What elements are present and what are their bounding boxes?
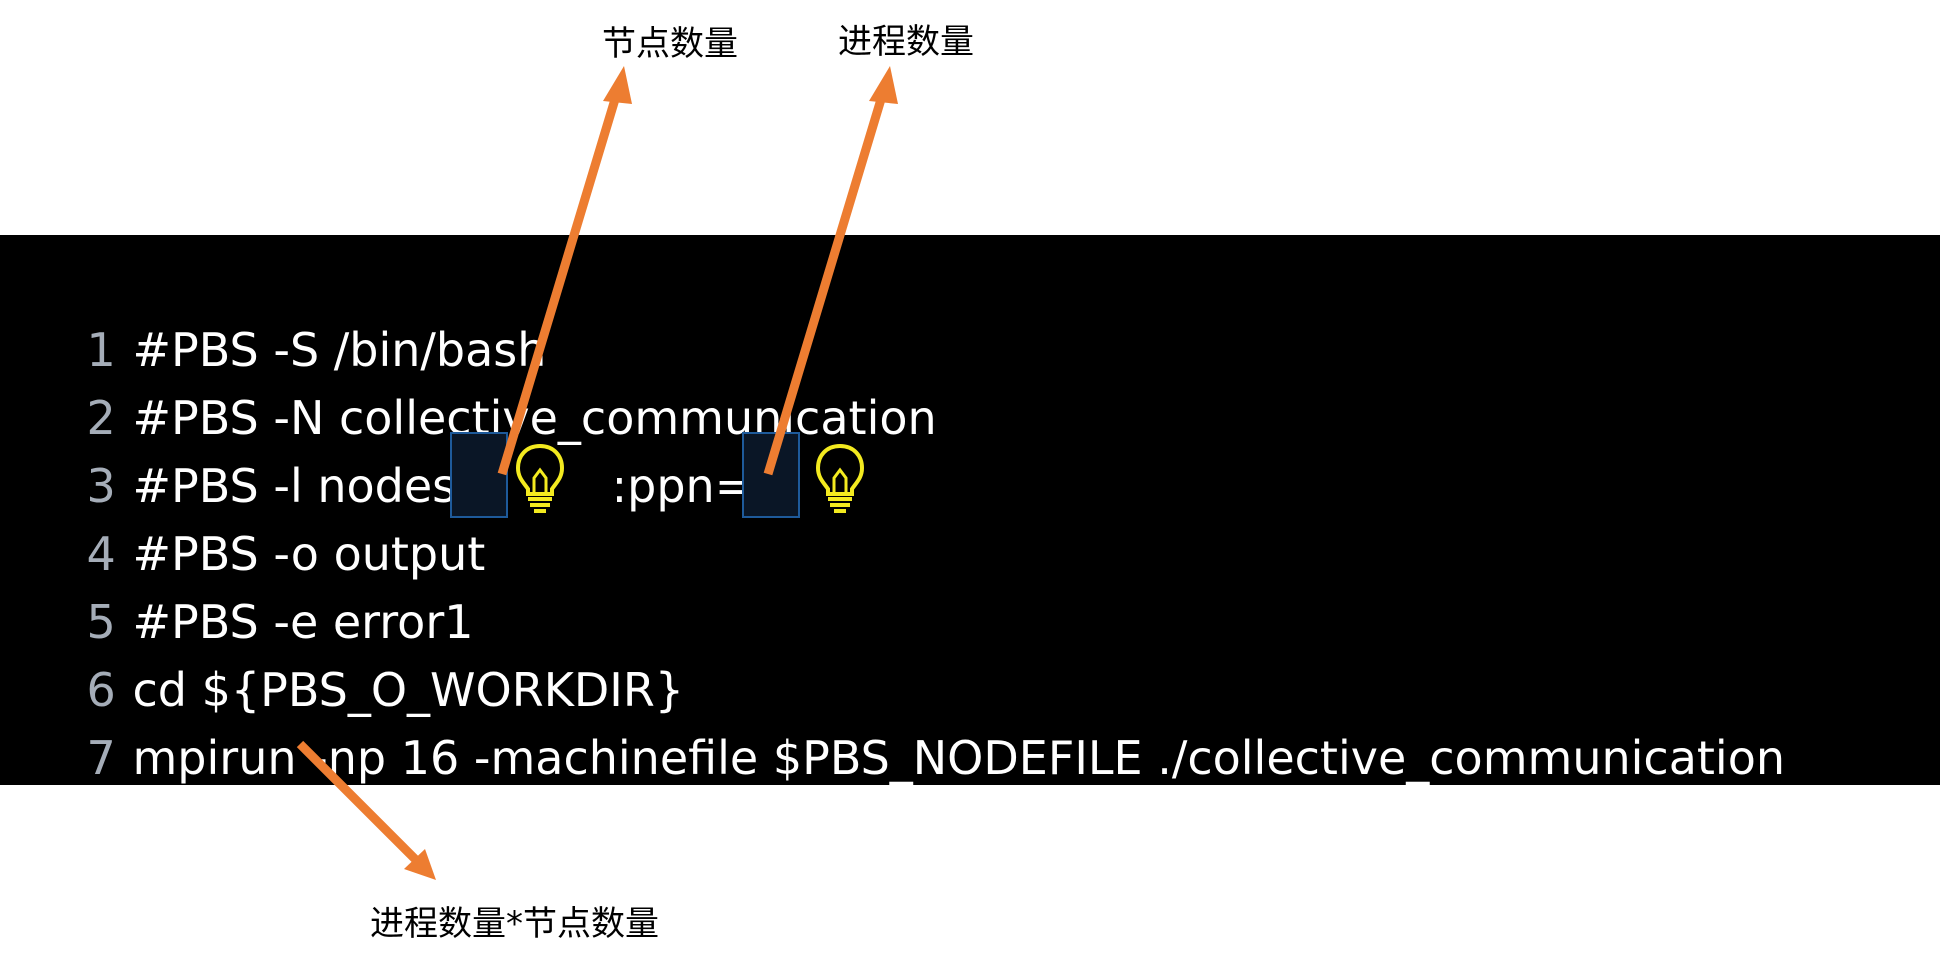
line-text: mpirun -np 16 -machinefile $PBS_NODEFILE…	[132, 731, 1786, 785]
ppn-annotation-label: 进程数量	[838, 22, 974, 62]
nodes-input[interactable]	[450, 432, 508, 518]
np-annotation-label: 进程数量*节点数量	[370, 904, 659, 944]
line-number: 2	[86, 391, 116, 445]
line-text: #PBS -o output	[132, 527, 486, 581]
ppn-arrow	[763, 66, 898, 476]
line-number: 1	[86, 323, 116, 377]
code-line: 5 #PBS -e error1	[28, 532, 474, 649]
code-line: 2 #PBS -N collective_communication	[28, 328, 937, 445]
nodes-annotation-label: 节点数量	[602, 24, 738, 64]
line-number: 3	[86, 459, 116, 513]
line-number: 7	[86, 731, 116, 785]
line-number: 5	[86, 595, 116, 649]
line-number: 6	[86, 663, 116, 717]
ppn-input[interactable]	[742, 432, 800, 518]
line-text: #PBS -S /bin/bash	[132, 323, 547, 377]
code-line: 1 #PBS -S /bin/bash	[28, 260, 547, 377]
code-panel: 1 #PBS -S /bin/bash 2 #PBS -N collective_c…	[0, 235, 1940, 785]
code-line: 6 cd ${PBS_O_WORKDIR}	[28, 600, 685, 717]
line-text: #PBS -e error1	[132, 595, 474, 649]
nodes-arrow	[497, 66, 632, 476]
code-line: 4 #PBS -o output	[28, 464, 486, 581]
line-text: #PBS -N collective_communication	[132, 391, 937, 445]
lightbulb-icon[interactable]	[814, 442, 866, 514]
lightbulb-icon[interactable]	[514, 442, 566, 514]
line-text: cd ${PBS_O_WORKDIR}	[132, 663, 685, 717]
line-number: 4	[86, 527, 116, 581]
np-arrow	[296, 740, 436, 880]
code-line: 7 mpirun -np 16 -machinefile $PBS_NODEFIL…	[28, 668, 1786, 785]
